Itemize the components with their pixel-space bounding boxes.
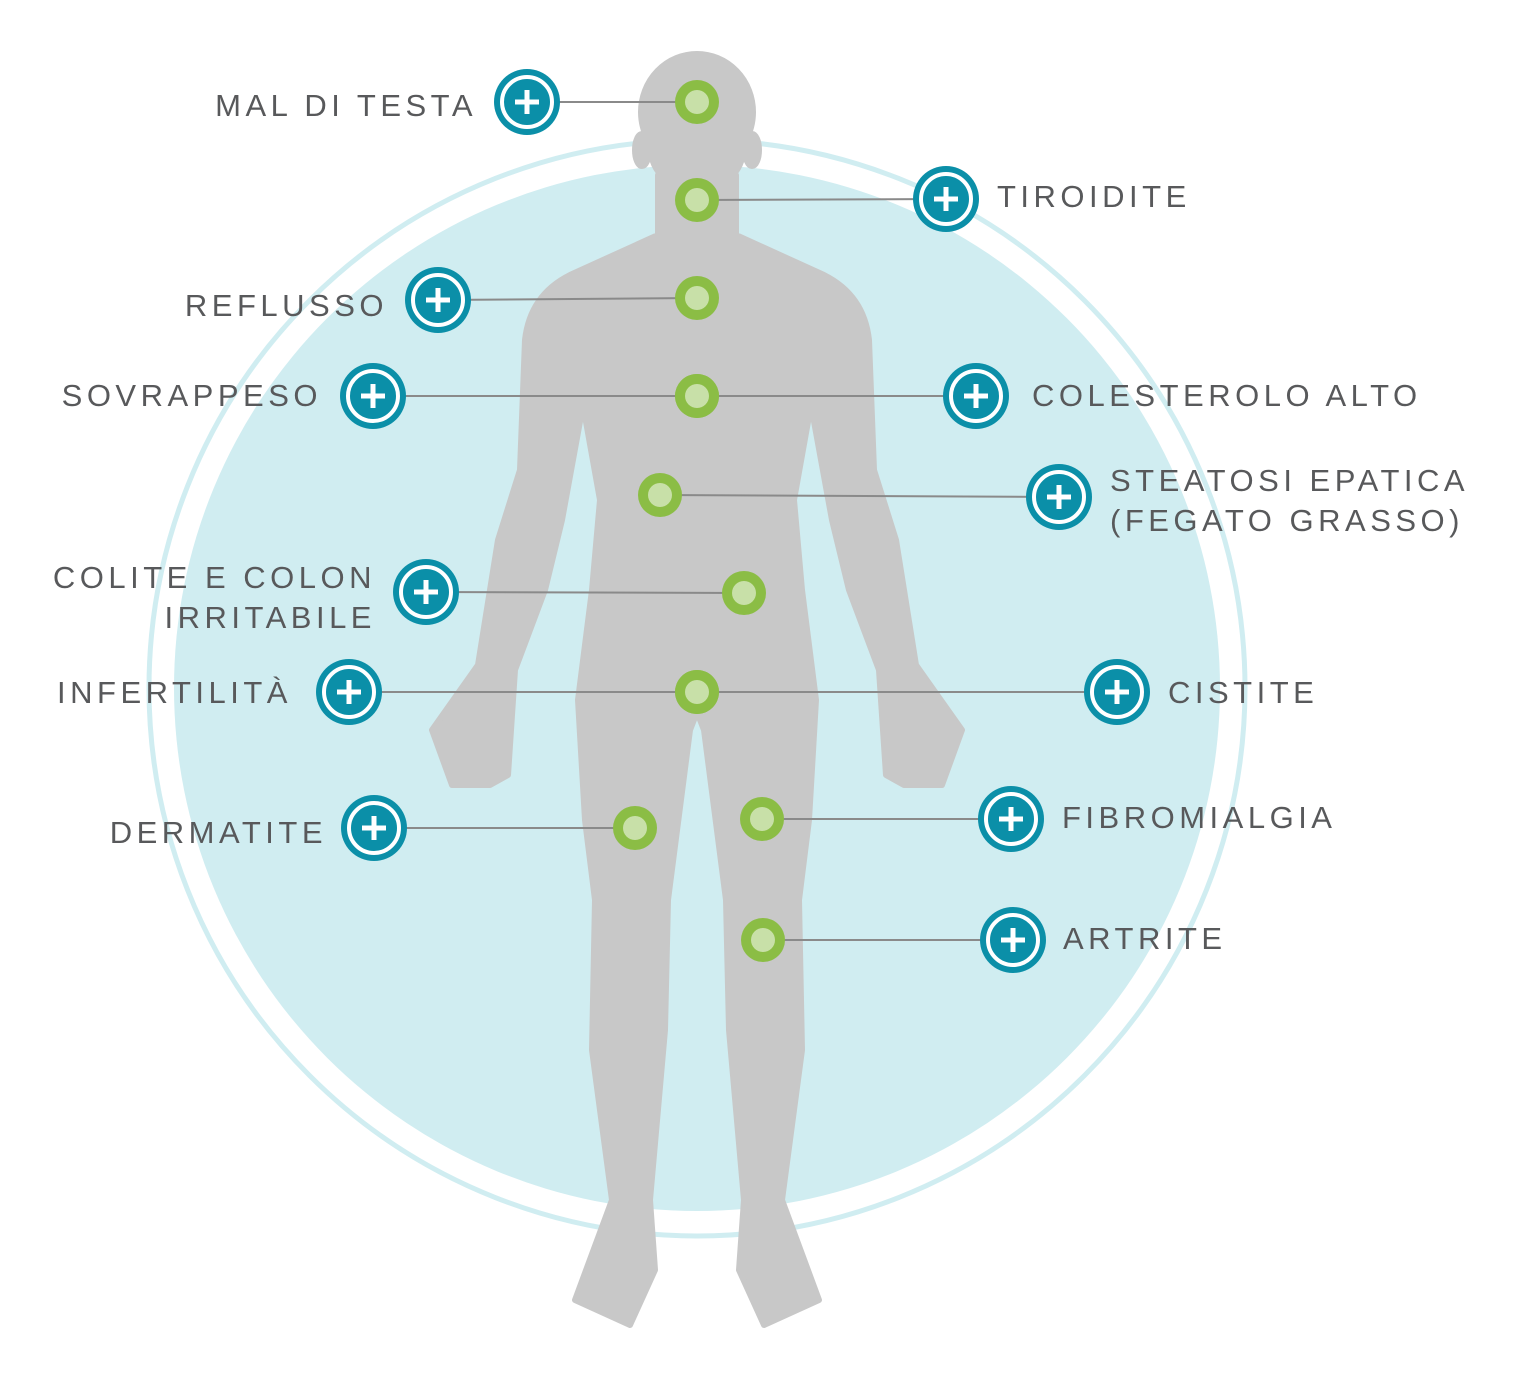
dermatite-plus-button[interactable] xyxy=(341,795,407,861)
condition-tiroidite[interactable]: TIROIDITE xyxy=(913,166,1191,232)
condition-infertilita[interactable]: INFERTILITÀ xyxy=(57,659,382,725)
body-markers xyxy=(613,80,785,962)
reflusso-plus-button[interactable] xyxy=(405,267,471,333)
tiroidite-plus-button[interactable] xyxy=(913,166,979,232)
plus-icon xyxy=(515,90,539,114)
plus-icon xyxy=(1105,680,1129,704)
plus-icon xyxy=(361,384,385,408)
condition-label[interactable]: COLITE E COLON xyxy=(53,560,376,595)
condition-label[interactable]: (FEGATO GRASSO) xyxy=(1110,503,1464,538)
mal-di-testa-plus-button[interactable] xyxy=(494,69,560,135)
marker-inner xyxy=(685,90,709,114)
marker-inner xyxy=(750,807,774,831)
marker-inner xyxy=(685,188,709,212)
connector-line xyxy=(437,297,698,301)
condition-label[interactable]: STEATOSI EPATICA xyxy=(1110,463,1469,498)
body-marker-colite xyxy=(722,571,766,615)
marker-inner xyxy=(732,581,756,605)
body-marker-dermatite xyxy=(613,806,657,850)
condition-label[interactable]: COLESTEROLO ALTO xyxy=(1032,378,1422,413)
condition-artrite[interactable]: ARTRITE xyxy=(980,907,1227,973)
plus-icon xyxy=(414,580,438,604)
condition-label[interactable]: INFERTILITÀ xyxy=(57,675,292,710)
marker-inner xyxy=(623,816,647,840)
plus-icon xyxy=(999,807,1023,831)
connector-line xyxy=(659,494,1060,498)
marker-inner xyxy=(751,928,775,952)
body-marker-fibromialgia xyxy=(740,797,784,841)
sovrappeso-plus-button[interactable] xyxy=(340,363,406,429)
body-marker-colesterolo-alto xyxy=(675,374,719,418)
plus-icon xyxy=(362,816,386,840)
body-marker-cistite xyxy=(675,670,719,714)
condition-reflusso[interactable]: REFLUSSO xyxy=(185,267,471,333)
body-marker-steatosi-epatica xyxy=(638,473,682,517)
plus-icon xyxy=(337,680,361,704)
connector-line xyxy=(425,591,745,594)
condition-colite[interactable]: COLITE E COLON IRRITABILE xyxy=(53,559,459,635)
condition-mal-di-testa[interactable]: MAL DI TESTA xyxy=(215,69,560,135)
condition-colesterolo-alto[interactable]: COLESTEROLO ALTO xyxy=(943,363,1422,429)
condition-label[interactable]: DERMATITE xyxy=(110,815,327,850)
connector-line xyxy=(696,198,947,201)
steatosi-epatica-plus-button[interactable] xyxy=(1026,464,1092,530)
marker-inner xyxy=(685,384,709,408)
condition-label[interactable]: CISTITE xyxy=(1168,675,1318,710)
marker-inner xyxy=(648,483,672,507)
marker-inner xyxy=(685,286,709,310)
plus-icon xyxy=(1047,485,1071,509)
condition-steatosi-epatica[interactable]: STEATOSI EPATICA (FEGATO GRASSO) xyxy=(1026,463,1469,538)
marker-inner xyxy=(685,680,709,704)
artrite-plus-button[interactable] xyxy=(980,907,1046,973)
condition-fibromialgia[interactable]: FIBROMIALGIA xyxy=(978,786,1336,852)
body-marker-tiroidite xyxy=(675,178,719,222)
fibromialgia-plus-button[interactable] xyxy=(978,786,1044,852)
plus-icon xyxy=(426,288,450,312)
condition-cistite[interactable]: CISTITE xyxy=(1084,659,1318,725)
condition-dermatite[interactable]: DERMATITE xyxy=(110,795,407,861)
body-marker-mal-di-testa xyxy=(675,80,719,124)
cistite-plus-button[interactable] xyxy=(1084,659,1150,725)
body-marker-artrite xyxy=(741,918,785,962)
colite-plus-button[interactable] xyxy=(393,559,459,625)
condition-label[interactable]: TIROIDITE xyxy=(997,179,1191,214)
plus-icon xyxy=(934,187,958,211)
condition-label[interactable]: MAL DI TESTA xyxy=(215,88,477,123)
body-marker-reflusso xyxy=(675,276,719,320)
colesterolo-alto-plus-button[interactable] xyxy=(943,363,1009,429)
condition-label[interactable]: IRRITABILE xyxy=(164,600,376,635)
condition-sovrappeso[interactable]: SOVRAPPESO xyxy=(62,363,406,429)
condition-label[interactable]: REFLUSSO xyxy=(185,288,388,323)
condition-label[interactable]: SOVRAPPESO xyxy=(62,378,322,413)
infertilita-plus-button[interactable] xyxy=(316,659,382,725)
condition-label[interactable]: ARTRITE xyxy=(1063,921,1227,956)
plus-icon xyxy=(1001,928,1025,952)
connector-lines xyxy=(349,101,1117,941)
condition-label[interactable]: FIBROMIALGIA xyxy=(1062,800,1336,835)
plus-icon xyxy=(964,384,988,408)
